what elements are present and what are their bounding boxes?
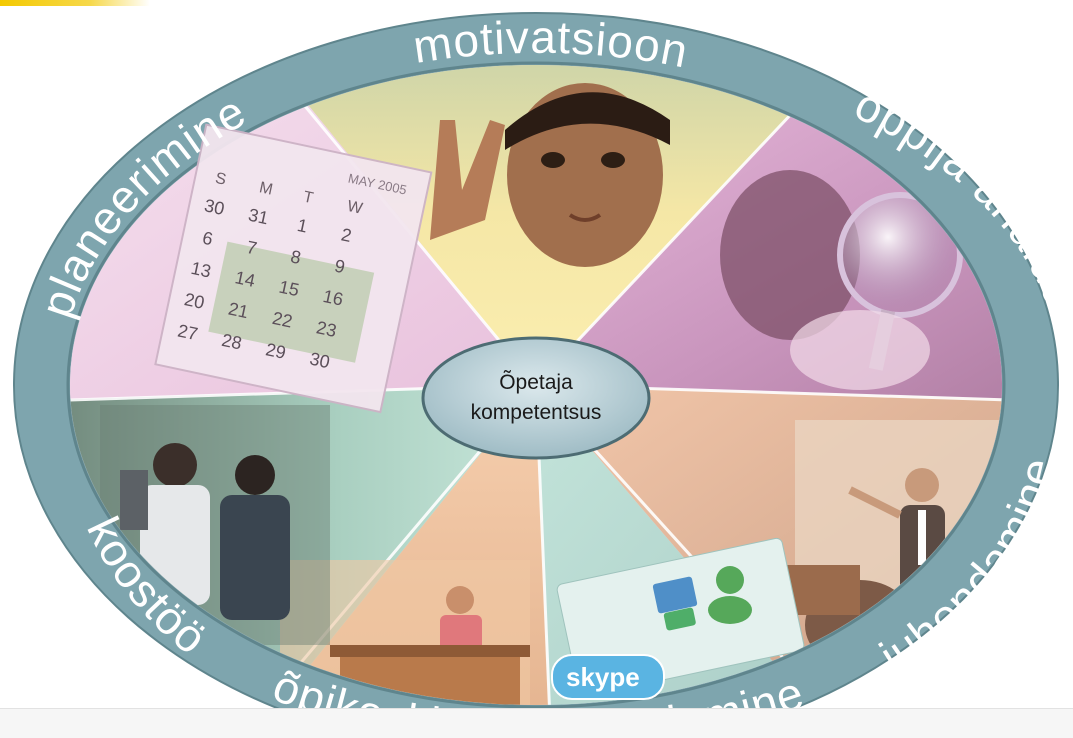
calendar-day: 21	[227, 299, 251, 323]
calendar-day: 23	[315, 317, 339, 341]
calendar-day: 29	[264, 339, 288, 363]
calendar-day: 2	[339, 224, 353, 246]
corner-accent	[0, 0, 150, 6]
calendar-weekday: T	[302, 189, 315, 208]
calendar-weekday: W	[346, 198, 365, 218]
calendar-day: 20	[183, 289, 207, 313]
calendar-day: 15	[277, 277, 301, 301]
calendar-day: 8	[289, 246, 303, 268]
center-node	[421, 336, 651, 460]
center-label-line1: Õpetaja	[499, 370, 573, 394]
center-label-line2: kompetentsus	[471, 401, 602, 424]
calendar-day: 30	[202, 195, 226, 219]
calendar-day: 28	[220, 330, 244, 354]
calendar-day: 16	[321, 286, 345, 310]
calendar-day: 30	[308, 349, 332, 373]
calendar-day: 13	[189, 258, 213, 282]
skype-logo: skype	[551, 654, 665, 700]
calendar-day: 27	[176, 320, 200, 344]
calendar-day: 6	[201, 228, 215, 250]
calendar-day: 14	[233, 267, 257, 291]
bottom-bar	[0, 708, 1073, 738]
calendar-photo: MAY 2005 S M T W 30 31 1 2 6 7 8 9 13 14…	[154, 123, 433, 414]
calendar-weekday: M	[258, 179, 275, 198]
skype-logo-text: skype	[566, 662, 640, 692]
calendar-day: 31	[246, 205, 270, 229]
calendar-day: 9	[333, 256, 347, 278]
calendar-weekday: S	[214, 170, 228, 189]
calendar-day: 22	[271, 308, 295, 332]
calendar-day: 7	[245, 237, 259, 259]
child-photo	[430, 83, 670, 267]
calendar-day: 1	[295, 215, 309, 237]
classroom-photo-content	[280, 560, 530, 705]
magnifier-photo	[720, 170, 963, 390]
inner-ring-edge	[66, 61, 1006, 709]
